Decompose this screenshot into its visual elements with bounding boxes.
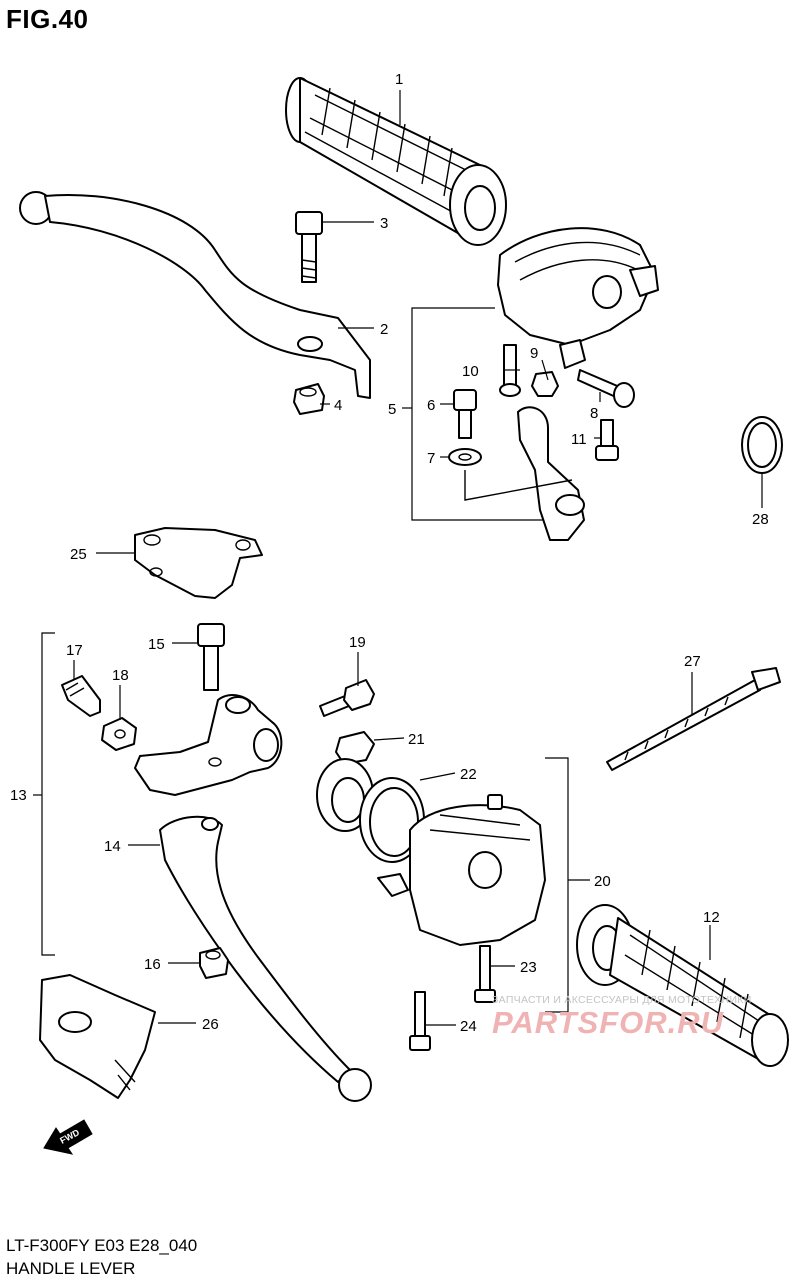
bolt-6	[453, 389, 477, 439]
callout-28: 28	[752, 511, 769, 528]
cover-26	[39, 974, 156, 1099]
grip-right-upper	[285, 77, 507, 246]
o-ring-28	[741, 416, 783, 474]
screw-8	[577, 369, 635, 408]
callout-13: 13	[10, 787, 27, 804]
callout-7: 7	[427, 450, 435, 467]
callout-4: 4	[334, 397, 342, 414]
callout-24: 24	[460, 1018, 477, 1035]
brake-lever-upper	[19, 191, 371, 399]
clamp-21	[335, 731, 375, 765]
callout-6: 6	[427, 397, 435, 414]
washer-7	[448, 448, 482, 466]
callout-26: 26	[202, 1016, 219, 1033]
grip-left-lower	[576, 904, 789, 1067]
callout-2: 2	[380, 321, 388, 338]
callout-21: 21	[408, 731, 425, 748]
callout-20: 20	[594, 873, 611, 890]
watermark-tagline: ЗАПЧАСТИ И АКСЕССУАРЫ ДЛЯ МОТОТЕХНИКИ	[492, 994, 752, 1006]
callout-10: 10	[462, 363, 479, 380]
pivot-bolt-3	[295, 211, 323, 283]
brake-switch-plate	[464, 406, 585, 541]
adjuster-17	[61, 675, 101, 717]
callout-25: 25	[70, 546, 87, 563]
callout-19: 19	[349, 634, 366, 651]
bolt-19	[319, 679, 375, 717]
callout-3: 3	[380, 215, 388, 232]
callout-1: 1	[395, 71, 403, 88]
screw-24	[409, 991, 431, 1051]
callout-18: 18	[112, 667, 129, 684]
callout-17: 17	[66, 642, 83, 659]
lever-holder-assembly	[497, 227, 659, 369]
cable-tie-27	[606, 667, 781, 771]
bolt-10	[499, 344, 521, 397]
fwd-arrow-icon: FWD	[43, 1119, 93, 1155]
screw-23	[474, 945, 496, 1003]
switch-housing-20	[377, 794, 546, 946]
callout-22: 22	[460, 766, 477, 783]
callout-5: 5	[388, 401, 396, 418]
watermark-logo: PARTSFOR.RU	[492, 1005, 725, 1040]
ring-22	[316, 758, 425, 863]
pivot-bolt-15	[197, 623, 225, 691]
clutch-lever-holder	[134, 694, 283, 796]
callout-8: 8	[590, 405, 598, 422]
callout-11: 11	[571, 431, 587, 448]
nut-4	[293, 383, 325, 415]
callout-9: 9	[530, 345, 538, 362]
callout-27: 27	[684, 653, 701, 670]
callout-16: 16	[144, 956, 161, 973]
figure-title: FIG.40	[6, 4, 89, 34]
clutch-lever-14	[159, 815, 372, 1102]
callout-12: 12	[703, 909, 720, 926]
nut-9	[531, 371, 559, 397]
plate-25	[134, 527, 263, 599]
bolt-11	[595, 419, 619, 461]
lock-nut-18	[101, 717, 137, 751]
nut-16	[199, 947, 229, 979]
section-title: HANDLE LEVER	[6, 1259, 136, 1278]
model-code: LT-F300FY E03 E28_040	[6, 1236, 198, 1255]
callout-14: 14	[104, 838, 121, 855]
callout-15: 15	[148, 636, 165, 653]
callout-23: 23	[520, 959, 537, 976]
